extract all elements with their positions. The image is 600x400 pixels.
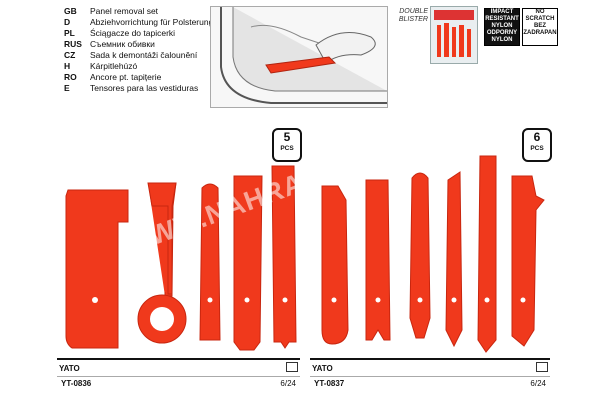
curved-pry-tool xyxy=(321,185,349,345)
ring-tool-hole xyxy=(150,307,174,331)
tool-hole xyxy=(451,297,457,303)
box-icon xyxy=(286,362,298,372)
pcs-unit: PCS xyxy=(530,145,544,152)
package-quantity: 6/24 xyxy=(530,379,546,388)
lang-code: PL xyxy=(64,28,75,38)
tool-hole xyxy=(244,297,250,303)
lang-code: GB xyxy=(64,6,77,16)
car-door-drawing xyxy=(220,7,387,104)
door-frame-outline xyxy=(220,7,387,104)
blister-tool xyxy=(467,29,471,57)
set1-info-box: YATO YT-0836 6/24 xyxy=(57,358,300,392)
lang-code: RUS xyxy=(64,39,82,49)
tool-hole xyxy=(417,297,423,303)
package-quantity: 6/24 xyxy=(280,379,296,388)
blister-label: DOUBLE BLISTER xyxy=(394,8,428,24)
hand-outline xyxy=(315,32,376,64)
wide-wedge-tool xyxy=(65,189,129,349)
product-code: YT-0837 xyxy=(314,379,345,388)
hook-tip-tool xyxy=(511,175,545,347)
set1-pcs-badge: 5 PCS xyxy=(272,128,302,162)
lang-code: RO xyxy=(64,72,77,82)
set1-code-row: YT-0836 6/24 xyxy=(57,376,300,391)
lang-code: D xyxy=(64,17,71,27)
lang-text: Tensores para las vestiduras xyxy=(90,83,199,93)
blister-label-line1: DOUBLE xyxy=(399,8,428,15)
blister-tool xyxy=(452,27,456,57)
tool-hole xyxy=(282,297,288,303)
pcs-unit: PCS xyxy=(280,145,294,152)
lang-row-pl: PL Ściągacze do tapicerki xyxy=(64,28,213,39)
lang-code: E xyxy=(64,83,70,93)
brand-logo: YATO xyxy=(312,364,333,373)
blister-header xyxy=(434,10,474,20)
pcs-count: 5 xyxy=(283,130,291,144)
tool-in-use xyxy=(265,56,337,74)
language-list: GB Panel removal set D Abziehvorrichtung f… xyxy=(64,6,213,94)
set2-code-row: YT-0837 6/24 xyxy=(310,376,550,391)
badge-line: NO SCRATCH xyxy=(525,9,555,22)
brand-logo: YATO xyxy=(59,364,80,373)
badge-line: NYLON xyxy=(491,23,513,29)
door-trim-line xyxy=(250,24,332,48)
tool-hole xyxy=(520,297,526,303)
lang-row-e: E Tensores para las vestiduras xyxy=(64,83,213,94)
set2-info-box: YATO YT-0837 6/24 xyxy=(310,358,550,392)
lang-text: Ancore pt. tapițerie xyxy=(90,72,162,82)
lang-row-rus: RUS Съемник обивки xyxy=(64,39,213,50)
badge-line: ZADRAPAN xyxy=(523,30,557,36)
lang-text: Sada k demontáži čalounění xyxy=(90,50,198,60)
blister-tool xyxy=(444,23,449,57)
narrow-pry-tool xyxy=(199,183,221,341)
blister-pack-image xyxy=(430,6,478,64)
no-scratch-badge: NO SCRATCH BEZ ZADRAPAN xyxy=(522,8,558,46)
lang-text: Panel removal set xyxy=(90,6,159,16)
lang-row-gb: GB Panel removal set xyxy=(64,6,213,17)
ring-tool-blade xyxy=(147,182,177,295)
fork-tip-tool xyxy=(271,165,297,349)
lang-row-ro: RO Ancore pt. tapițerie xyxy=(64,72,213,83)
tool-hole xyxy=(207,297,213,303)
pointed-pry-tool xyxy=(445,171,463,348)
tool-hole xyxy=(484,297,490,303)
badge-line: BEZ xyxy=(534,23,546,29)
lang-code: CZ xyxy=(64,50,76,60)
lang-text: Abziehvorrichtung für Polsterung xyxy=(90,17,214,27)
tool-hole xyxy=(375,297,381,303)
badge-line: NYLON xyxy=(491,37,513,43)
lang-code: H xyxy=(64,61,71,71)
blister-tool xyxy=(459,25,464,57)
lang-text: Kárpitlehúzó xyxy=(90,61,138,71)
lang-text: Ściągacze do tapicerki xyxy=(90,28,176,38)
lang-row-cz: CZ Sada k demontáži čalounění xyxy=(64,50,213,61)
product-code: YT-0836 xyxy=(61,379,92,388)
v-notch-tool xyxy=(365,179,391,341)
box-icon xyxy=(536,362,548,372)
set2-pcs-badge: 6 PCS xyxy=(522,128,552,162)
blister-label-line2: BLISTER xyxy=(398,16,428,23)
tool-hole xyxy=(92,297,98,303)
lang-row-d: D Abziehvorrichtung für Polsterung xyxy=(64,17,213,28)
lang-text: Съемник обивки xyxy=(90,39,155,49)
pcs-count: 6 xyxy=(533,130,541,144)
usage-illustration xyxy=(210,6,388,108)
badge-line: RESISTANT xyxy=(485,16,519,22)
badge-line: IMPACT xyxy=(490,9,514,15)
lang-row-h: H Kárpitlehúzó xyxy=(64,61,213,72)
impact-nylon-badge: IMPACT RESISTANT NYLON ODPORNY NYLON xyxy=(484,8,520,46)
blister-tool xyxy=(437,25,441,57)
badge-line: ODPORNY xyxy=(486,30,518,36)
blister-pack-drawing xyxy=(434,10,474,57)
tool-hole xyxy=(331,297,337,303)
long-flat-tool xyxy=(477,155,497,353)
tapered-pry-tool xyxy=(409,172,431,339)
flat-panel-tool xyxy=(233,175,263,351)
